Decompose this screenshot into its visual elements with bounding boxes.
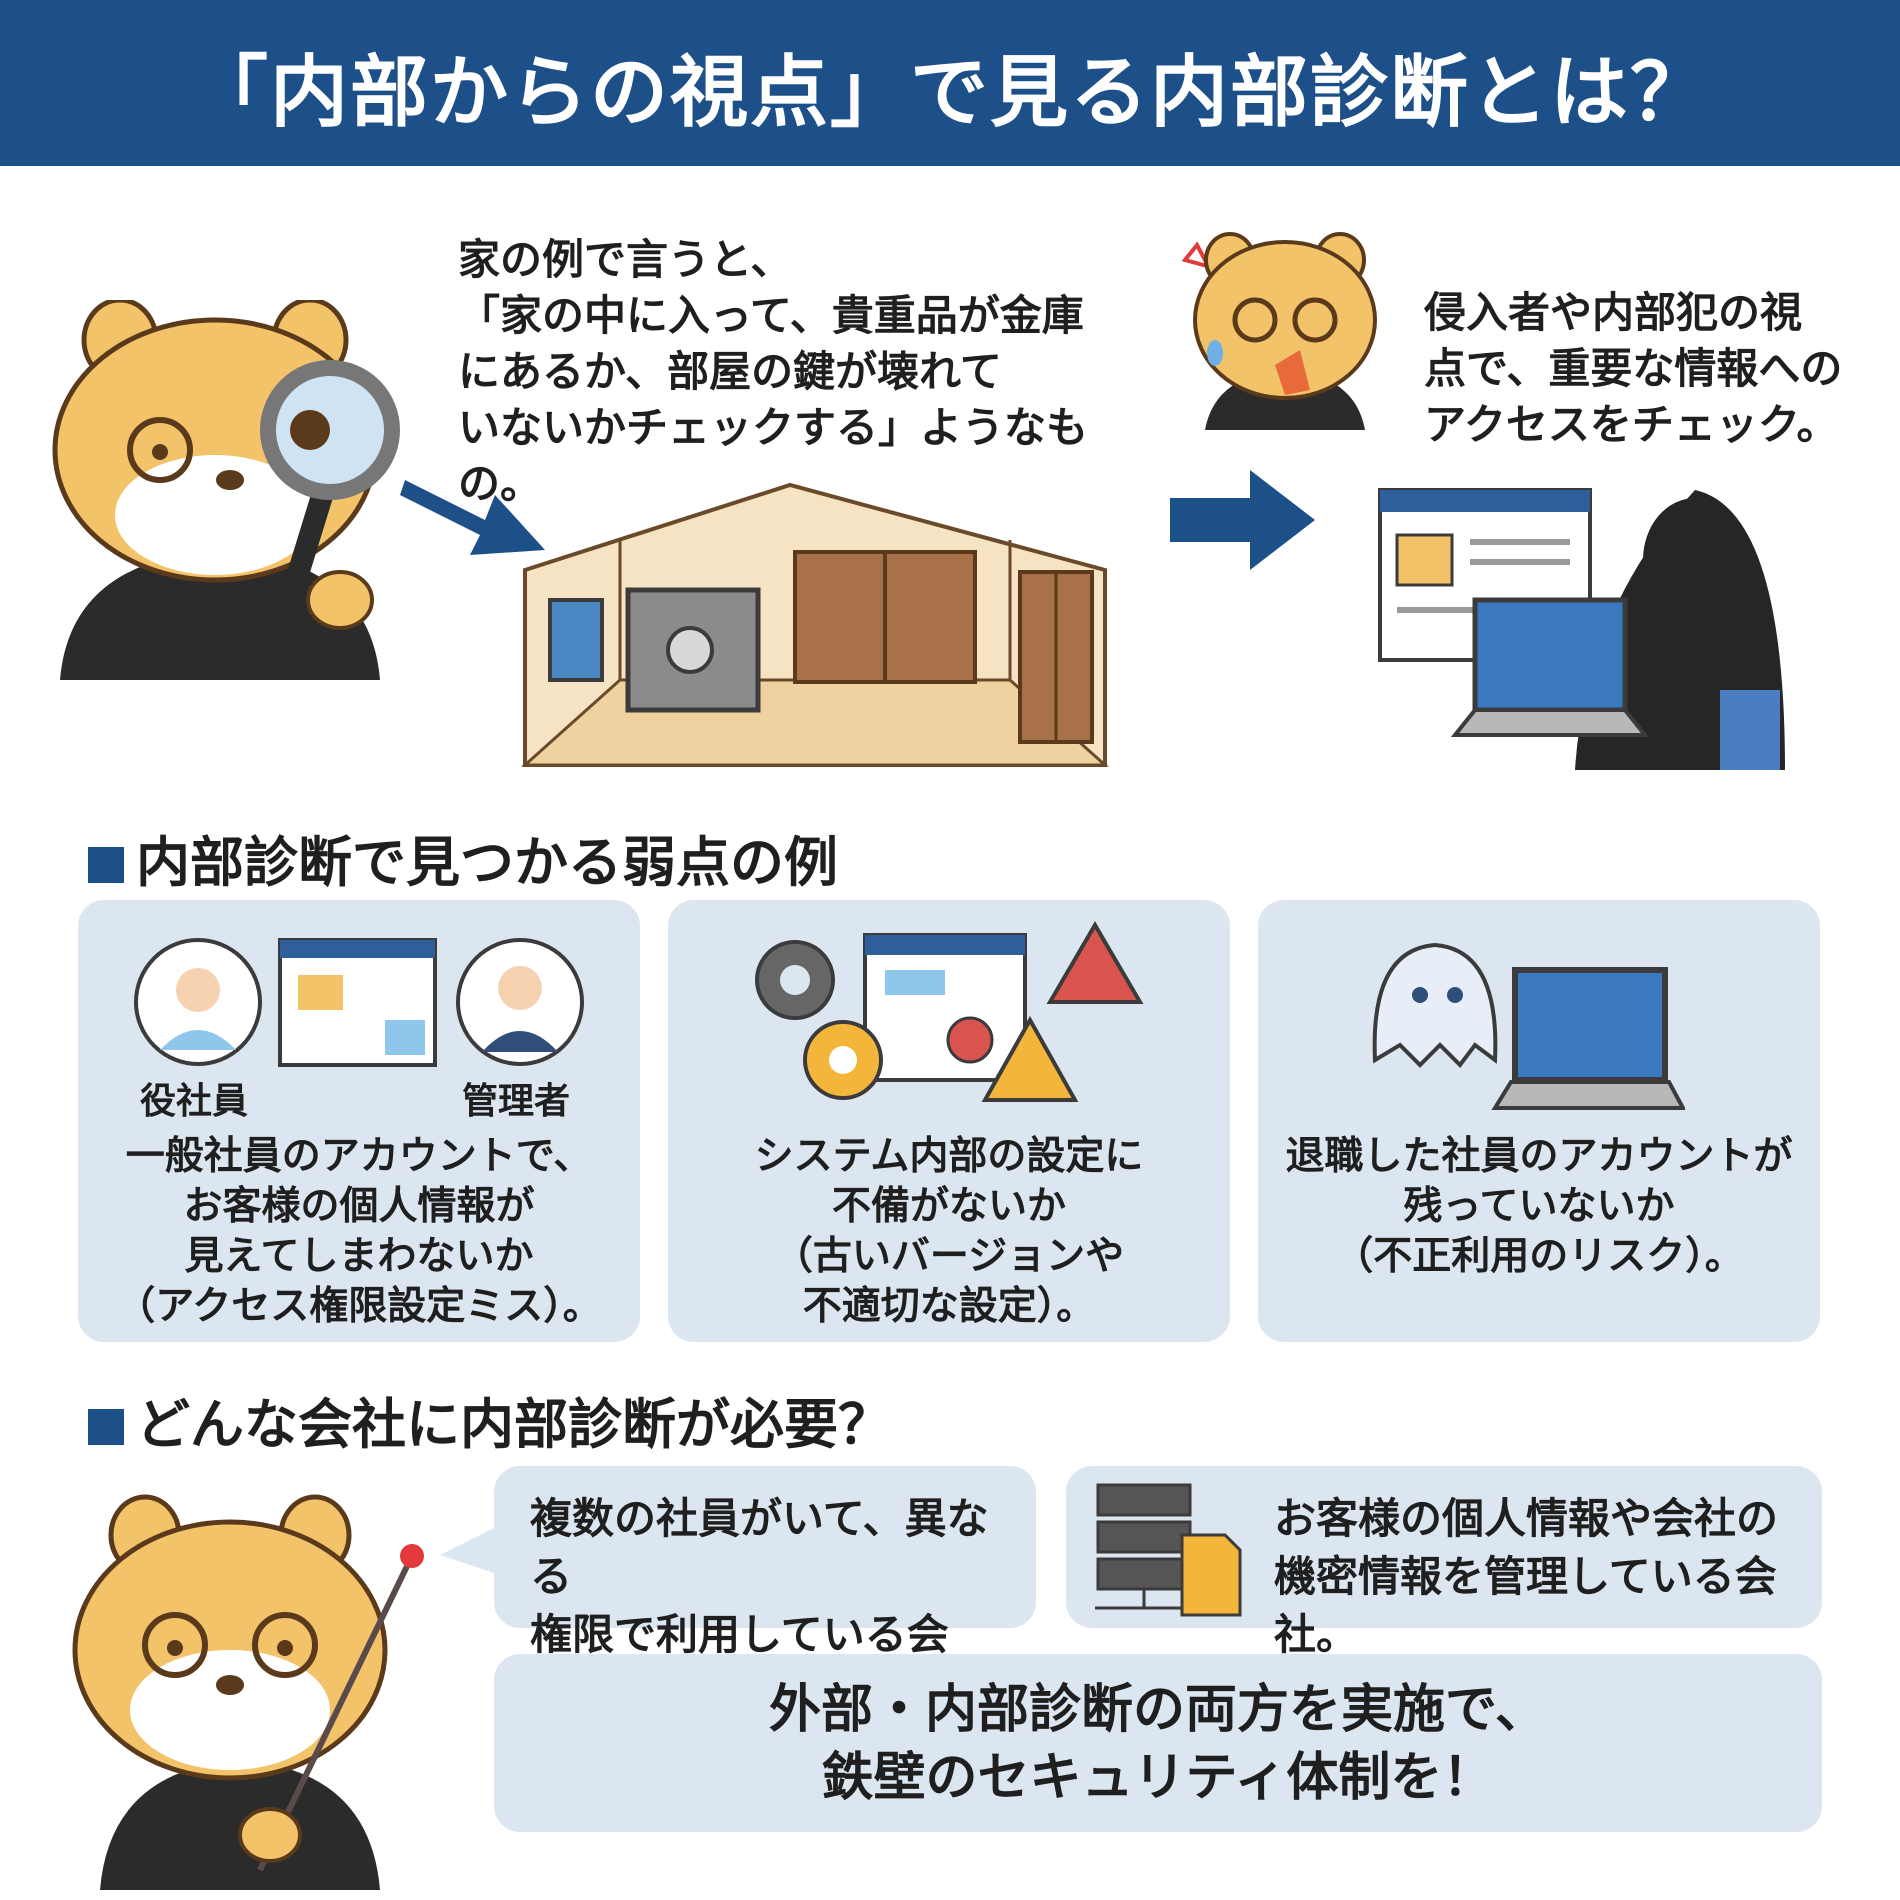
- page-title: 「内部からの視点」で見る内部診断とは？: [189, 48, 1710, 138]
- server-document-icon: [1095, 1483, 1242, 1617]
- mascot-magnifier-illustration: [52, 300, 400, 680]
- employee-admin-illustration: [134, 938, 584, 1067]
- card-line: 不備がないか: [831, 1184, 1066, 1229]
- house-room-illustration: [521, 482, 1109, 767]
- worried-mascot-illustration: [1181, 232, 1377, 430]
- card-line: 残っていないか: [1403, 1184, 1675, 1229]
- conclusion-line: 外部・内部診断の両方を実施で、: [769, 1680, 1547, 1740]
- conclusion-box: [494, 1654, 1822, 1832]
- card-line: 退職した社員のアカウントが: [1285, 1134, 1793, 1179]
- card-line: 見えてしまわないか: [184, 1234, 534, 1279]
- role-employee-label: 役社員: [140, 1081, 249, 1122]
- hacker-laptop-illustration: [1378, 488, 1785, 770]
- weak-heading-label: 内部診断で見つかる弱点の例: [136, 831, 838, 894]
- house-line: にあるか、部屋の鍵が壊れて: [458, 347, 1002, 396]
- arrow-right-icon: [400, 480, 545, 555]
- speech-tail-icon: [440, 1525, 500, 1575]
- conclusion-text: 外部・内部診断の両方を実施で、 鉄壁のセキュリティ体制を！: [494, 1676, 1822, 1812]
- section-marker-icon: [88, 1409, 124, 1445]
- section-marker-icon: [88, 847, 124, 883]
- header-banner: [0, 0, 1900, 166]
- role-admin-label: 管理者: [462, 1081, 571, 1122]
- need-line: 機密情報を管理している会社。: [1274, 1552, 1777, 1659]
- conclusion-line: 鉄壁のセキュリティ体制を！: [821, 1748, 1495, 1808]
- need-heading-label: どんな会社に内部診断が必要？: [136, 1393, 892, 1456]
- weak-card-text: システム内部の設定に 不備がないか （古いバージョンや 不適切な設定）。: [680, 1132, 1218, 1332]
- ghost-laptop-illustration: [1372, 942, 1685, 1110]
- card-line: 不適切な設定）。: [802, 1284, 1096, 1329]
- intruder-line: 点で、重要な情報への: [1424, 344, 1843, 393]
- card-line: （不正利用のリスク）。: [1334, 1234, 1744, 1279]
- card-line: 一般社員のアカウントで、: [125, 1134, 593, 1179]
- card-line: （アクセス権限設定ミス）。: [116, 1284, 602, 1329]
- gear-warning-illustration: [755, 921, 1144, 1102]
- house-analogy-text: 家の例で言うと、 「家の中に入って、貴重品が金庫 にあるか、部屋の鍵が壊れて い…: [458, 232, 1158, 512]
- mascot-pointer-illustration: [72, 1494, 424, 1890]
- house-line: いないかチェックする」ようなもの。: [458, 403, 1089, 508]
- house-line: 家の例で言うと、: [458, 235, 793, 284]
- intruder-line: アクセスをチェック。: [1424, 400, 1839, 449]
- weak-card-text: 一般社員のアカウントで、 お客様の個人情報が 見えてしまわないか （アクセス権限…: [90, 1132, 628, 1332]
- arrow-right-icon: [1170, 470, 1315, 570]
- card-line: お客様の個人情報が: [183, 1184, 535, 1229]
- need-line: 複数の社員がいて、異なる: [530, 1494, 989, 1601]
- need-line: お客様の個人情報や会社の: [1274, 1494, 1779, 1543]
- need-box-text: お客様の個人情報や会社の 機密情報を管理している会社。: [1274, 1490, 1814, 1664]
- weak-points-heading: 内部診断で見つかる弱点の例: [88, 818, 838, 897]
- card-line: システム内部の設定に: [754, 1134, 1144, 1179]
- card-line: （古いバージョンや: [773, 1234, 1125, 1279]
- house-line: 「家の中に入って、貴重品が金庫: [458, 291, 1084, 340]
- intruder-line: 侵入者や内部犯の視: [1424, 288, 1803, 337]
- need-box-multiple-permissions: [494, 1466, 1036, 1628]
- intruder-viewpoint-text: 侵入者や内部犯の視 点で、重要な情報への アクセスをチェック。: [1424, 285, 1864, 453]
- need-section-heading: どんな会社に内部診断が必要？: [88, 1380, 892, 1459]
- weak-card-text: 退職した社員のアカウントが 残っていないか （不正利用のリスク）。: [1270, 1132, 1808, 1282]
